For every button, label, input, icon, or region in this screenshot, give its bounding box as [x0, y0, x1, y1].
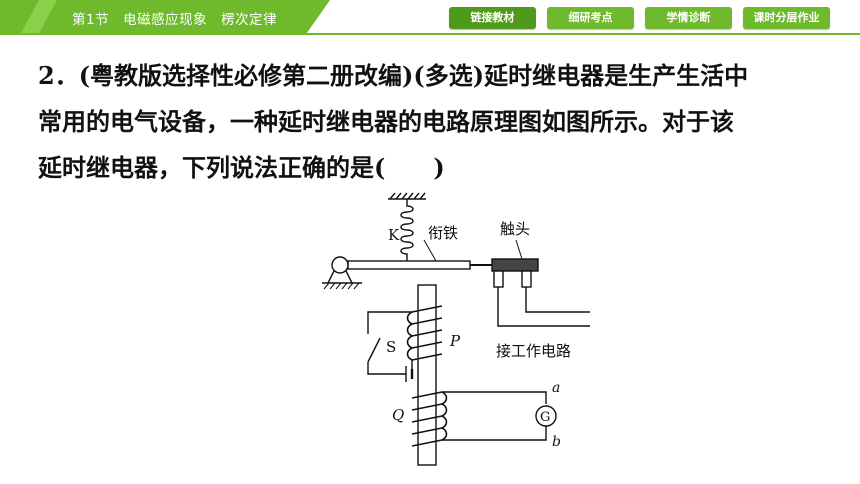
chapter-tab: [0, 0, 330, 33]
nav-button-key-points[interactable]: 细研考点: [547, 7, 634, 29]
question-line-1: 2．(粤教版选择性必修第二册改编)(多选)延时继电器是生产生活中: [38, 53, 838, 99]
work-circuit-wire-2: [525, 287, 590, 313]
ceiling-hatch: [388, 192, 426, 200]
coil-q: [411, 391, 448, 447]
chapter-title: 第1节 电磁感应现象 楞次定律: [72, 12, 278, 28]
question-line-1-text: (粤教版选择性必修第二册改编)(多选)延时继电器是生产生活中: [78, 61, 749, 90]
relay-circuit-diagram: K 衔铁 触头 S P Q G a b 接工作电路: [322, 192, 590, 466]
question-text: 2．(粤教版选择性必修第二册改编)(多选)延时继电器是生产生活中 常用的电气设备…: [38, 53, 838, 191]
nav-button-homework[interactable]: 课时分层作业: [743, 7, 830, 29]
coil-p: [406, 305, 443, 361]
question-line-2: 常用的电气设备，一种延时继电器的电路原理图如图所示。对于该: [38, 107, 734, 136]
armature-bar: [347, 260, 471, 270]
label-work-circuit: 接工作电路: [496, 342, 571, 360]
question-number: 2．: [38, 61, 79, 90]
iron-core: [417, 284, 437, 466]
tab-decoration: [21, 0, 57, 33]
primary-wire-bottom: [367, 362, 406, 375]
work-circuit-wire-1: [497, 287, 590, 327]
top-bar: 第1节 电磁感应现象 楞次定律 链接教材 细研考点 学情诊断 课时分层作业: [0, 0, 860, 35]
label-coil-q: Q: [392, 406, 404, 424]
question-line-3: 延时继电器，下列说法正确的是( ): [38, 153, 445, 182]
label-coil-p: P: [449, 332, 461, 350]
spring-k: [400, 199, 414, 262]
secondary-wire-bottom: [442, 426, 547, 441]
label-contact: 触头: [500, 220, 530, 238]
contact-block: [491, 258, 539, 272]
label-galvanometer: G: [540, 410, 550, 425]
label-terminal-a: a: [552, 380, 560, 396]
label-switch-s: S: [386, 338, 396, 356]
nav-button-textbook[interactable]: 链接教材: [449, 7, 536, 29]
pivot-hinge: [331, 256, 349, 274]
header-divider: [0, 33, 860, 35]
secondary-wire-top: [442, 391, 547, 404]
nav-button-diagnosis[interactable]: 学情诊断: [645, 7, 732, 29]
primary-wire-top: [367, 311, 412, 334]
label-spring-k: K: [388, 226, 400, 244]
label-armature: 衔铁: [428, 224, 458, 242]
switch-s: [367, 337, 381, 363]
label-terminal-b: b: [552, 434, 561, 450]
